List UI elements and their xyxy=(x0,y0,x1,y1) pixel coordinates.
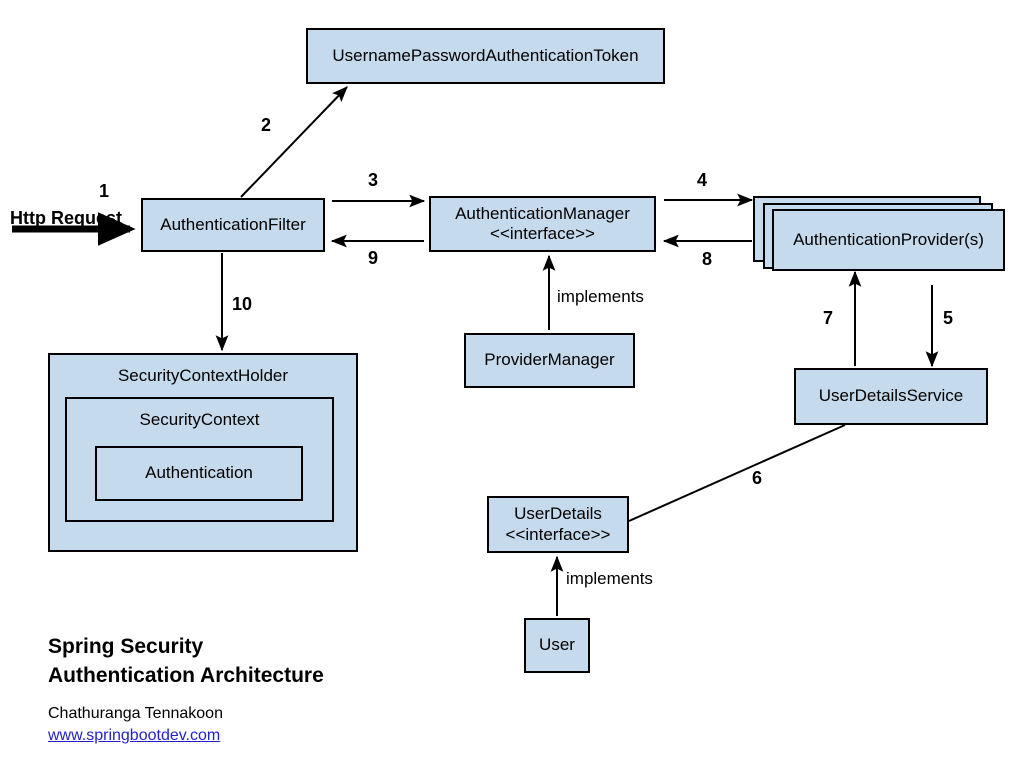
label-step-6: 6 xyxy=(752,468,763,488)
node-label: AuthenticationFilter xyxy=(160,214,306,234)
label-step-4: 4 xyxy=(697,170,708,190)
node-authentication-provider[interactable]: AuthenticationProvider(s) xyxy=(772,209,1005,271)
label-step-1: 1 xyxy=(99,181,110,201)
label-step-10: 10 xyxy=(232,294,253,314)
node-label: SecurityContextHolder xyxy=(117,366,289,385)
label-http-request: Http Request xyxy=(10,208,122,228)
label-step-5: 5 xyxy=(943,308,954,328)
node-stereotype: <<interface>> xyxy=(490,224,595,243)
node-user-details-service[interactable]: UserDetailsService xyxy=(794,368,988,425)
node-label: AuthenticationProvider(s) xyxy=(793,229,984,249)
node-user-details[interactable]: UserDetails <<interface>> xyxy=(487,496,629,553)
arrow-step-2 xyxy=(240,86,348,198)
node-authentication[interactable]: Authentication xyxy=(95,446,303,501)
label-step-3: 3 xyxy=(368,170,379,190)
label-step-8: 8 xyxy=(702,249,713,269)
diagram-title-line1: Spring Security xyxy=(48,635,204,658)
label-step-2: 2 xyxy=(261,115,272,135)
node-provider-manager[interactable]: ProviderManager xyxy=(464,333,635,388)
node-label: UserDetails xyxy=(514,504,602,524)
node-label: AuthenticationManager xyxy=(455,203,630,223)
diagram-website-link[interactable]: www.springbootdev.com xyxy=(48,727,221,744)
node-label: ProviderManager xyxy=(484,350,615,370)
label-implements-provider-manager: implements xyxy=(557,287,644,306)
node-label: UserDetailsService xyxy=(818,386,964,406)
label-implements-user: implements xyxy=(566,569,653,588)
node-label: Authentication xyxy=(145,463,253,483)
node-authentication-filter[interactable]: AuthenticationFilter xyxy=(141,198,325,252)
node-label: User xyxy=(539,635,575,655)
node-label: UsernamePasswordAuthenticationToken xyxy=(332,45,639,65)
diagram-author: Chathuranga Tennakoon xyxy=(48,705,223,722)
node-stereotype: <<interface>> xyxy=(505,524,611,544)
line-step-6 xyxy=(628,424,846,522)
label-step-7: 7 xyxy=(823,308,834,328)
node-user[interactable]: User xyxy=(524,618,590,673)
label-step-9: 9 xyxy=(368,248,379,268)
node-label: SecurityContext xyxy=(139,410,260,429)
diagram-title-line2: Authentication Architecture xyxy=(48,664,324,687)
node-username-password-authentication-token[interactable]: UsernamePasswordAuthenticationToken xyxy=(306,28,665,84)
node-authentication-manager[interactable]: AuthenticationManager <<interface>> xyxy=(429,196,656,252)
